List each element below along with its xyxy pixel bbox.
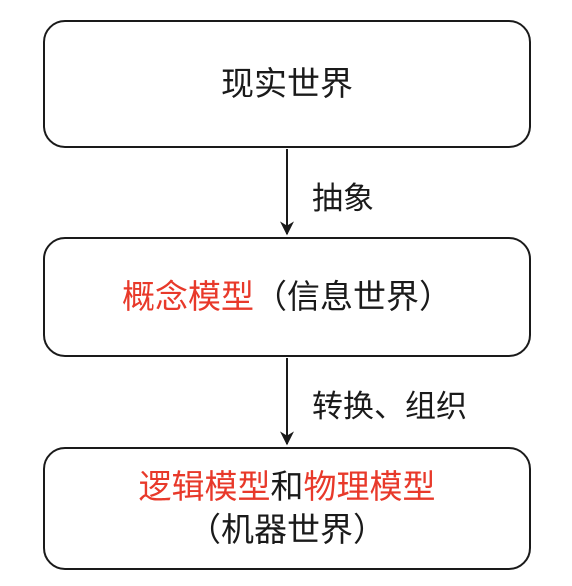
conceptual-model-box: 概念模型（信息世界）: [43, 237, 531, 357]
logical-physical-line: 逻辑模型和物理模型: [139, 466, 436, 509]
physical-model-label: 物理模型: [303, 466, 436, 506]
abstraction-label: 抽象: [312, 181, 374, 217]
reality-world-label: 现实世界: [221, 63, 353, 103]
and-label: 和: [270, 466, 304, 506]
information-world-label: （信息世界）: [254, 276, 452, 316]
conceptual-model-label: 概念模型: [122, 276, 254, 316]
conceptual-model-line: 概念模型（信息世界）: [122, 276, 452, 319]
reality-world-box: 现实世界: [43, 20, 531, 148]
logical-model-label: 逻辑模型: [138, 466, 271, 506]
logical-physical-model-box: 逻辑模型和物理模型 （机器世界）: [43, 447, 531, 570]
transform-organize-label: 转换、组织: [312, 389, 467, 425]
machine-world-label: （机器世界）: [188, 509, 386, 549]
